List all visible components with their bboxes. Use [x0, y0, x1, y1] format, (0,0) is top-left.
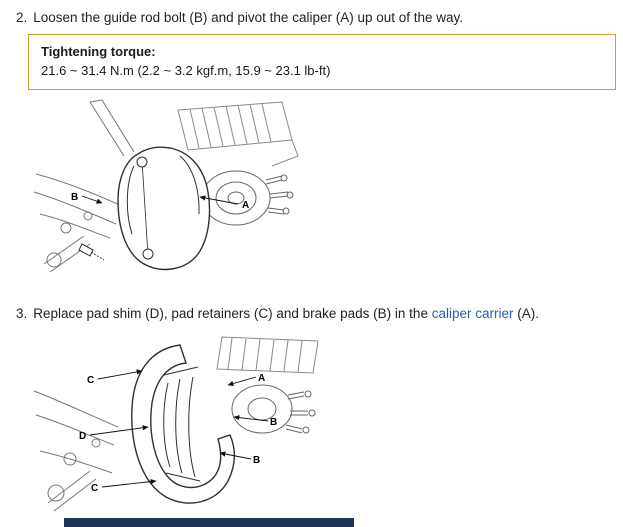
figure1-label-b: B — [71, 192, 78, 203]
hub-art-2 — [231, 384, 316, 434]
tightening-torque-box: Tightening torque: 21.6 ~ 31.4 N.m (2.2 … — [28, 34, 616, 90]
step-3-text-after: (A). — [513, 306, 539, 321]
step-2: 2. Loosen the guide rod bolt (B) and piv… — [16, 9, 463, 27]
step-2-number: 2. — [16, 10, 28, 25]
figure-caliper-carrier: C A D B B C — [33, 336, 319, 512]
suspension-art — [33, 99, 135, 273]
guide-rod-bolt-art — [78, 243, 105, 261]
figure2-leader-lines — [89, 369, 269, 488]
engine-block-art — [177, 101, 299, 167]
hub-art — [201, 170, 294, 226]
step-3: 3. Replace pad shim (D), pad retainers (… — [16, 305, 539, 323]
torque-value: 21.6 ~ 31.4 N.m (2.2 ~ 3.2 kgf.m, 15.9 ~… — [41, 63, 331, 78]
caliper-art — [117, 146, 211, 271]
step-3-text-before: Replace pad shim (D), pad retainers (C) … — [33, 306, 432, 321]
engine-block-art-2 — [216, 336, 319, 374]
figure2-label-c-top: C — [87, 375, 94, 386]
figure2-label-b-upper: B — [270, 417, 277, 428]
figure2-label-a: A — [258, 373, 265, 384]
step-3-number: 3. — [16, 306, 28, 321]
caliper-carrier-link[interactable]: caliper carrier — [431, 306, 514, 321]
figure1-label-a: A — [242, 200, 249, 211]
figure1-leader-lines — [81, 195, 239, 205]
figure2-label-b-lower: B — [253, 455, 260, 466]
step-3-text: Replace pad shim (D), pad retainers (C) … — [33, 305, 539, 323]
suspension-art-2 — [33, 390, 119, 512]
step-2-text: Loosen the guide rod bolt (B) and pivot … — [33, 10, 464, 25]
figure2-label-c-bottom: C — [91, 483, 98, 494]
figure-caliper-pivot: B A — [33, 99, 299, 273]
carrier-art — [131, 344, 235, 504]
next-section-header-partial[interactable] — [64, 518, 354, 527]
torque-title: Tightening torque: — [41, 44, 156, 59]
figure2-label-d: D — [79, 431, 86, 442]
